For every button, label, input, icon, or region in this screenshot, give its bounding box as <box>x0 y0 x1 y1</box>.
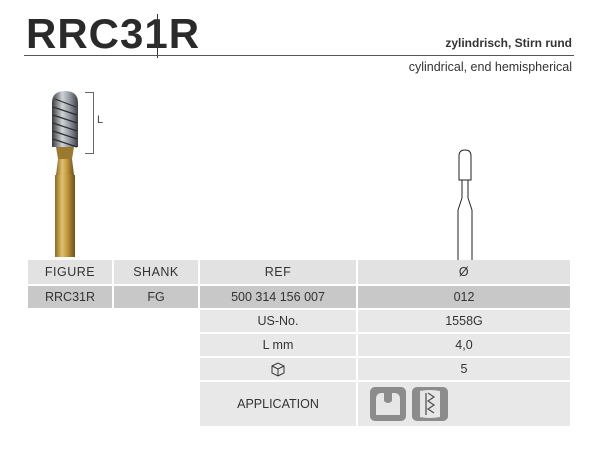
crown-removal-icon <box>412 387 448 421</box>
detail-value-us-no: 1558G <box>358 310 570 332</box>
subtitle-english: cylindrical, end hemispherical <box>408 60 572 74</box>
column-header-figure: FIGURE <box>28 260 112 284</box>
detail-label-us-no: US-No. <box>200 310 356 332</box>
column-header-shank: SHANK <box>114 260 198 284</box>
table-row-application: APPLICATION <box>28 382 570 426</box>
product-spec-table: FIGURE SHANK REF Ø RRC31R FG 500 314 156… <box>26 258 572 428</box>
text-caret <box>157 14 158 58</box>
detail-value-package: 5 <box>358 358 570 380</box>
detail-label-length: L mm <box>200 334 356 356</box>
column-header-ref: REF <box>200 260 356 284</box>
cell-shank: FG <box>114 286 198 308</box>
cell-ref: 500 314 156 007 <box>200 286 356 308</box>
length-label: L <box>97 114 104 126</box>
table-row: RRC31R FG 500 314 156 007 012 <box>28 286 570 308</box>
product-title: RRC31R <box>26 10 201 57</box>
bur-drawing <box>457 149 473 260</box>
application-label: APPLICATION <box>200 382 356 426</box>
header-divider <box>24 55 574 56</box>
column-header-diameter: Ø <box>358 260 570 284</box>
table-row: L mm 4,0 <box>28 334 570 356</box>
package-icon <box>271 362 285 377</box>
detail-label-package <box>200 358 356 380</box>
subtitle-german: zylindrisch, Stirn rund <box>445 36 572 50</box>
cell-figure: RRC31R <box>28 286 112 308</box>
bur-photo <box>52 91 78 257</box>
length-bracket <box>85 92 94 154</box>
table-row: US-No. 1558G <box>28 310 570 332</box>
table-header-row: FIGURE SHANK REF Ø <box>28 260 570 284</box>
tooth-cavity-icon <box>370 387 406 421</box>
table-row: 5 <box>28 358 570 380</box>
cell-diameter: 012 <box>358 286 570 308</box>
detail-value-length: 4,0 <box>358 334 570 356</box>
